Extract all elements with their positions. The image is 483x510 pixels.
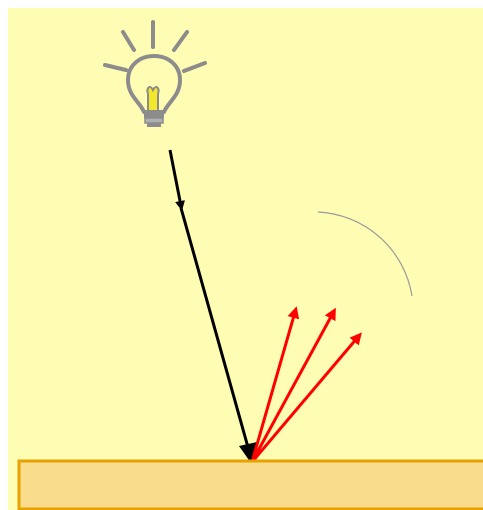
reflected-ray-1 bbox=[250, 306, 300, 463]
incident-ray bbox=[179, 207, 253, 459]
light-bulb-icon bbox=[103, 20, 207, 127]
reflecting-surface bbox=[17, 459, 483, 510]
angle-arc bbox=[317, 211, 413, 297]
reflected-ray-3 bbox=[250, 332, 362, 463]
incident-ray-arrow bbox=[168, 149, 185, 211]
background-panel bbox=[8, 8, 483, 510]
reflected-ray-2 bbox=[250, 307, 336, 463]
